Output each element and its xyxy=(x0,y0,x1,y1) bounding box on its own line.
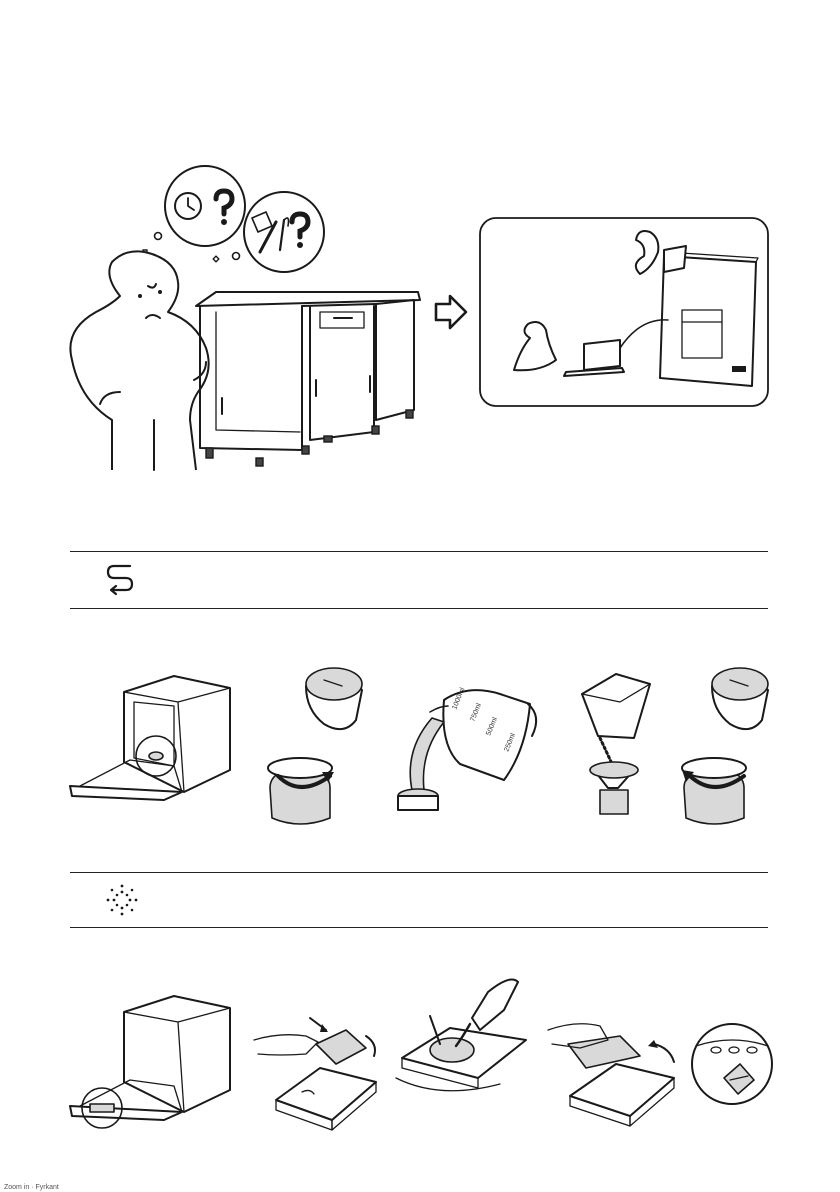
arrow-right-icon xyxy=(436,296,466,328)
salt-steps: 1000ml 750ml 500ml 250ml xyxy=(0,640,840,840)
information-panel xyxy=(480,218,768,406)
step-locate-dispenser xyxy=(70,996,230,1128)
dishes-question-bubble xyxy=(244,192,324,272)
rinse-aid-steps xyxy=(0,960,840,1160)
salt-regeneration-icon xyxy=(102,562,138,598)
step-open-salt-container xyxy=(70,676,230,800)
confused-person xyxy=(70,251,208,470)
kitchen-cabinet xyxy=(196,292,420,466)
step-unscrew-cap xyxy=(268,668,362,824)
section-divider-bottom xyxy=(70,927,768,928)
section-divider-bottom xyxy=(70,608,768,609)
page-footer: Zoom in · Fyrkant xyxy=(4,1184,59,1191)
manual-booklet-icon xyxy=(660,252,758,386)
step-open-lid xyxy=(254,1018,376,1130)
step-pour-water: 1000ml 750ml 500ml 250ml xyxy=(398,686,536,810)
section-divider-top xyxy=(70,551,768,552)
hero-illustration xyxy=(0,0,840,500)
clock-question-bubble xyxy=(165,166,245,246)
step-wipe-spill xyxy=(548,1024,674,1126)
step-adjust-dosage xyxy=(692,1024,772,1104)
section-divider-top xyxy=(70,872,768,873)
step-fill-rinse-aid xyxy=(396,980,526,1091)
step-screw-cap-back xyxy=(682,668,768,824)
step-add-salt xyxy=(582,674,650,814)
rinse-aid-sparkle-icon xyxy=(104,882,140,918)
